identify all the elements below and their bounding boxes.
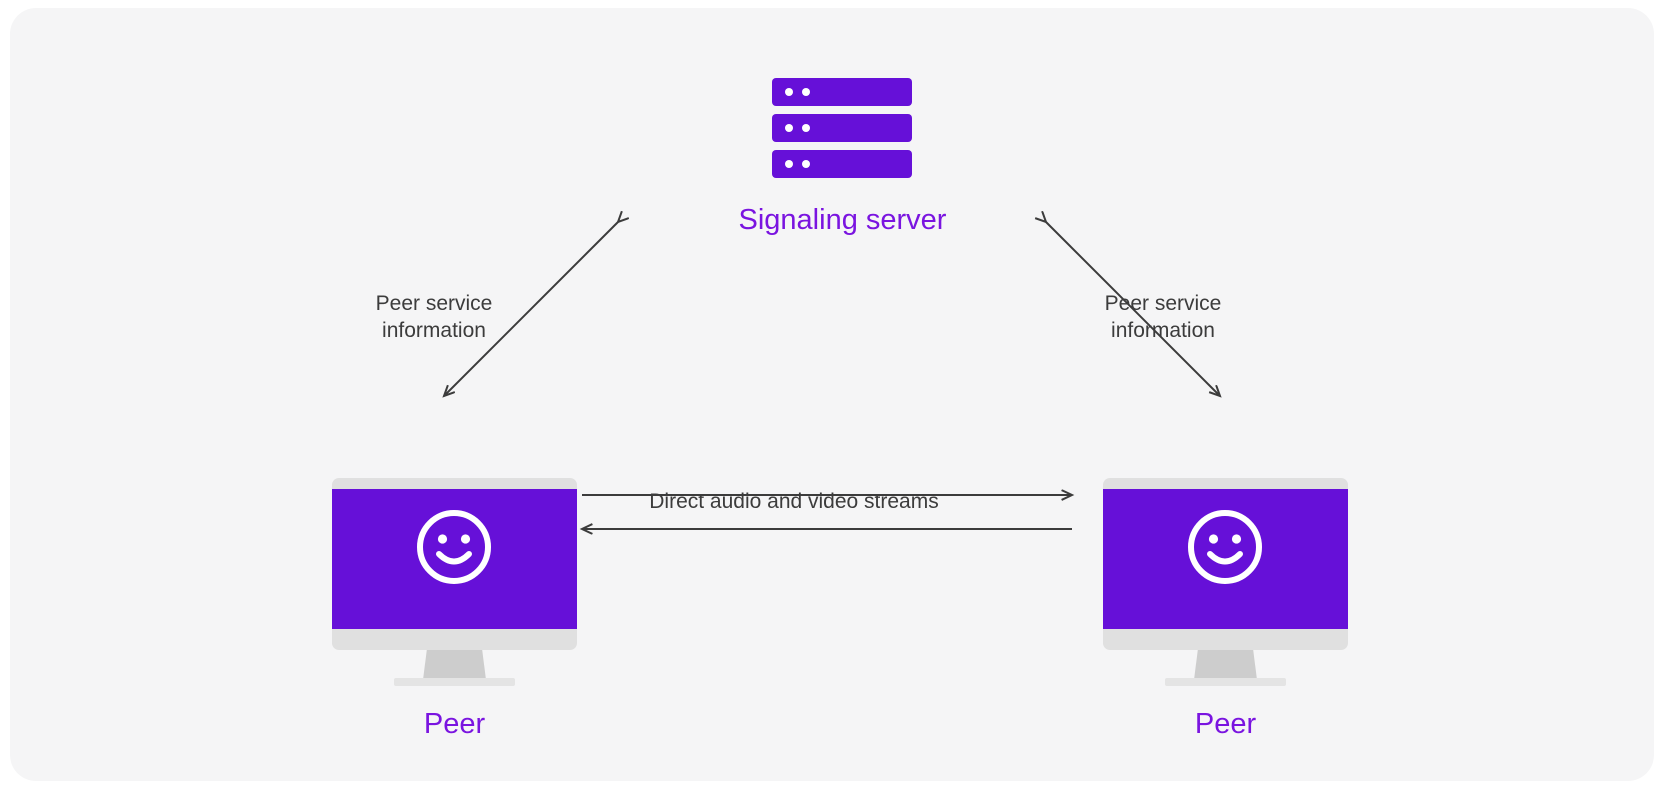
server-led-icon [802, 160, 810, 168]
monitor-stand-neck [1194, 650, 1257, 680]
server-bar-1 [772, 78, 912, 106]
edge-label-center: Direct audio and video streams [649, 490, 939, 513]
diagram-board: Signaling server Peer [10, 8, 1654, 781]
peer-left-label: Peer [423, 708, 486, 740]
edge-label-left-diagonal: Peer service information [375, 292, 493, 342]
peer-left-monitor-icon [332, 478, 577, 686]
monitor-stand-base [1165, 678, 1286, 686]
edge-label-right-diagonal: Peer service information [1104, 292, 1222, 342]
server-icon [772, 78, 912, 183]
server-led-icon [785, 160, 793, 168]
server-led-icon [802, 88, 810, 96]
peer-right-label: Peer [1194, 708, 1257, 740]
server-bar-3 [772, 150, 912, 178]
smiley-face-icon [1188, 510, 1262, 584]
server-led-icon [785, 88, 793, 96]
monitor-stand-neck [423, 650, 486, 680]
peer-right-monitor-icon [1103, 478, 1348, 686]
server-label: Signaling server [738, 204, 947, 236]
monitor-screen [332, 489, 577, 629]
server-led-icon [802, 124, 810, 132]
smiley-face-icon [417, 510, 491, 584]
monitor-screen [1103, 489, 1348, 629]
server-led-icon [785, 124, 793, 132]
server-bar-2 [772, 114, 912, 142]
monitor-stand-base [394, 678, 515, 686]
